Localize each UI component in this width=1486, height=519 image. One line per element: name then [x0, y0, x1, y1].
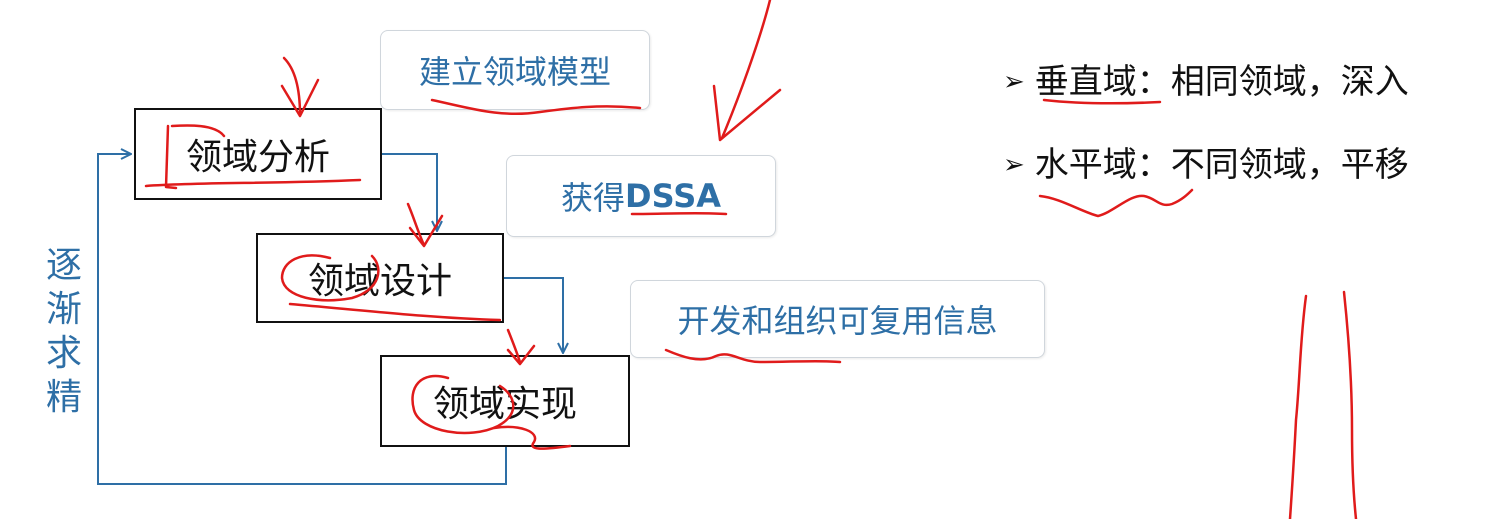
annotation-vertical-line-right [1342, 290, 1358, 519]
refinement-loop-line [97, 154, 507, 485]
connector-analysis-to-design [382, 153, 437, 230]
annotation-arrow-dssa [720, 0, 772, 140]
callout-obtain-dssa-acronym: DSSA [625, 177, 721, 215]
annotation-underline-dssa [630, 211, 728, 216]
callout-build-domain-model: 建立领域模型 [380, 30, 650, 110]
bullet-vertical-desc: 相同领域，深入 [1170, 62, 1409, 102]
bullet-vertical-domain: ➢ 垂直域：相同领域，深入 [1003, 54, 1409, 103]
annotation-underline-design [288, 302, 502, 322]
callout-build-domain-model-text: 建立领域模型 [418, 53, 611, 91]
annotation-loop-implementation [492, 425, 572, 450]
connector-design-to-implementation [504, 277, 563, 352]
annotation-underline-horizontal [1038, 188, 1194, 218]
annotation-arrow-dssa-head [712, 84, 782, 142]
callout-obtain-dssa-prefix: 获得 [561, 179, 626, 217]
annotation-arrow-analysis [282, 56, 302, 117]
bullet-horizontal-domain: ➢ 水平域：不同领域，平移 [1003, 137, 1409, 186]
bullet-horizontal-sep: ： [1136, 145, 1171, 185]
refinement-loop-label: 逐渐求精 [45, 245, 82, 418]
annotation-arrow-analysis-head [280, 78, 320, 118]
annotation-underline-reuse [664, 348, 842, 364]
annotation-underline-vertical [1042, 98, 1162, 105]
bullet-vertical-term: 垂直域 [1034, 62, 1137, 102]
box-domain-analysis-label: 领域分析 [185, 137, 330, 178]
box-domain-design: 领域设计 [256, 233, 504, 323]
callout-reusable-info-text: 开发和组织可复用信息 [677, 302, 998, 340]
annotation-vertical-line-left [1288, 294, 1308, 519]
box-domain-design-label: 领域设计 [307, 261, 452, 302]
bullet-arrow-icon: ➢ [1003, 67, 1025, 97]
bullet-horizontal-term: 水平域 [1034, 145, 1137, 185]
annotation-arrow-implementation-head [506, 344, 536, 366]
annotation-circle-design [280, 254, 380, 302]
callout-reusable-info: 开发和组织可复用信息 [630, 280, 1045, 358]
annotation-arrow-design [406, 202, 426, 247]
bullet-arrow-icon: ➢ [1003, 150, 1025, 180]
annotation-arrow-design-head [408, 214, 444, 248]
bullet-horizontal-desc: 不同领域，平移 [1170, 145, 1409, 185]
bullet-vertical-sep: ： [1136, 62, 1171, 102]
annotation-bracket-analysis [164, 124, 226, 190]
annotation-underline-model [430, 98, 642, 116]
annotation-arrow-implementation [506, 328, 522, 364]
annotation-underline-analysis [144, 178, 362, 188]
annotation-circle-implementation [411, 375, 515, 435]
